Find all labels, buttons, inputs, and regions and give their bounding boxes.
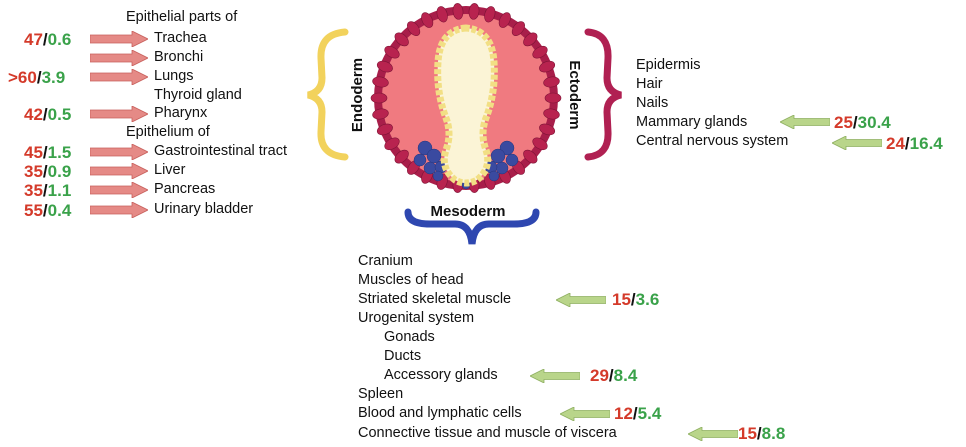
ectoderm-item-mammary-glands: Mammary glands bbox=[636, 114, 747, 131]
ectoderm-item-hair: Hair bbox=[636, 76, 663, 93]
mesoderm-label: Mesoderm bbox=[430, 203, 505, 220]
ectoderm-cell bbox=[545, 93, 561, 103]
endoderm-values-pharynx: 42/0.5 bbox=[24, 105, 71, 124]
red-value: 12 bbox=[614, 404, 633, 423]
ectoderm-values-cns: 24/16.4 bbox=[886, 134, 943, 153]
neural-tube bbox=[438, 28, 495, 183]
mesoderm-item-connective-tissue: Connective tissue and muscle of viscera bbox=[358, 425, 617, 442]
green-value: 3.9 bbox=[42, 68, 66, 87]
green-value: 8.8 bbox=[762, 424, 786, 443]
endoderm-values-pancreas: 35/1.1 bbox=[24, 181, 71, 200]
red-arrow-right-icon bbox=[90, 50, 148, 66]
endoderm-item-pancreas: Pancreas bbox=[154, 181, 215, 198]
mesoderm-values-blood-lymphatic: 12/5.4 bbox=[614, 404, 661, 423]
endoderm-values-trachea: 47/0.6 bbox=[24, 30, 71, 49]
red-value: 35 bbox=[24, 162, 43, 181]
ectoderm-item-epidermis: Epidermis bbox=[636, 57, 700, 74]
green-value: 5.4 bbox=[638, 404, 662, 423]
green-arrow-left-icon bbox=[560, 407, 610, 421]
mesoderm-values-connective-tissue: 15/8.8 bbox=[738, 424, 785, 443]
green-value: 0.5 bbox=[48, 105, 72, 124]
mesoderm-item-muscles-of-head: Muscles of head bbox=[358, 272, 464, 289]
red-arrow-right-icon bbox=[90, 31, 148, 47]
red-value: 42 bbox=[24, 105, 43, 124]
red-value: 25 bbox=[834, 113, 853, 132]
red-arrow-right-icon bbox=[90, 106, 148, 122]
endoderm-item-liver: Liver bbox=[154, 162, 185, 179]
endoderm-brace bbox=[308, 32, 345, 157]
endoderm-item-bronchi: Bronchi bbox=[154, 49, 203, 66]
mesoderm-item-cranium: Cranium bbox=[358, 253, 413, 270]
red-value: 15 bbox=[612, 290, 631, 309]
ectoderm-brace bbox=[588, 32, 621, 157]
endoderm-item-pharynx: Pharynx bbox=[154, 105, 207, 122]
endoderm-item-gi-tract: Gastrointestinal tract bbox=[154, 143, 287, 160]
green-arrow-left-icon bbox=[556, 293, 606, 307]
green-value: 16.4 bbox=[910, 134, 943, 153]
endoderm-label: Endoderm bbox=[349, 58, 366, 132]
mesoderm-item-urogenital: Urogenital system bbox=[358, 310, 474, 327]
green-arrow-left-icon bbox=[530, 369, 580, 383]
green-value: 1.1 bbox=[48, 181, 72, 200]
ectoderm-item-nails: Nails bbox=[636, 95, 668, 112]
endoderm-values-urinary-bladder: 55/0.4 bbox=[24, 201, 71, 220]
endoderm-header-epithelial-parts: Epithelial parts of bbox=[126, 9, 237, 26]
red-value: 45 bbox=[24, 143, 43, 162]
endoderm-item-lungs: Lungs bbox=[154, 68, 194, 85]
ectoderm-item-cns: Central nervous system bbox=[636, 133, 788, 150]
endoderm-values-lungs: >60/3.9 bbox=[8, 68, 65, 87]
endoderm-item-urinary-bladder: Urinary bladder bbox=[154, 201, 253, 218]
red-arrow-right-icon bbox=[90, 144, 148, 160]
mesoderm-item-blood-lymphatic: Blood and lymphatic cells bbox=[358, 405, 522, 422]
red-value: 15 bbox=[738, 424, 757, 443]
endoderm-item-trachea: Trachea bbox=[154, 30, 207, 47]
mesoderm-values-accessory-glands: 29/8.4 bbox=[590, 366, 637, 385]
ectoderm-values-mammary-glands: 25/30.4 bbox=[834, 113, 891, 132]
ectoderm-cell bbox=[371, 93, 387, 103]
red-arrow-right-icon bbox=[90, 182, 148, 198]
red-arrow-right-icon bbox=[90, 69, 148, 85]
green-value: 0.4 bbox=[48, 201, 72, 220]
endoderm-header-epithelium-of: Epithelium of bbox=[126, 124, 210, 141]
green-value: 0.6 bbox=[48, 30, 72, 49]
green-arrow-left-icon bbox=[780, 115, 830, 129]
green-value: 30.4 bbox=[858, 113, 891, 132]
endoderm-values-liver: 35/0.9 bbox=[24, 162, 71, 181]
green-arrow-left-icon bbox=[832, 136, 882, 150]
red-value: 29 bbox=[590, 366, 609, 385]
red-arrow-right-icon bbox=[90, 202, 148, 218]
mesoderm-item-gonads: Gonads bbox=[384, 329, 435, 346]
green-value: 1.5 bbox=[48, 143, 72, 162]
red-value: 55 bbox=[24, 201, 43, 220]
mesoderm-item-accessory-glands: Accessory glands bbox=[384, 367, 498, 384]
embryo-cross-section bbox=[371, 3, 561, 193]
mesoderm-values-striated-muscle: 15/3.6 bbox=[612, 290, 659, 309]
green-arrow-left-icon bbox=[688, 427, 738, 441]
mesoderm-item-spleen: Spleen bbox=[358, 386, 403, 403]
red-value: 24 bbox=[886, 134, 905, 153]
endoderm-item-thyroid: Thyroid gland bbox=[154, 87, 242, 104]
mesoderm-item-striated-muscle: Striated skeletal muscle bbox=[358, 291, 511, 308]
red-value: 47 bbox=[24, 30, 43, 49]
ectoderm-label: Ectoderm bbox=[566, 60, 583, 129]
red-value: 35 bbox=[24, 181, 43, 200]
endoderm-values-gi-tract: 45/1.5 bbox=[24, 143, 71, 162]
red-arrow-right-icon bbox=[90, 163, 148, 179]
green-value: 3.6 bbox=[636, 290, 660, 309]
green-value: 0.9 bbox=[48, 162, 72, 181]
mesoderm-item-ducts: Ducts bbox=[384, 348, 421, 365]
green-value: 8.4 bbox=[614, 366, 638, 385]
red-value: >60 bbox=[8, 68, 37, 87]
